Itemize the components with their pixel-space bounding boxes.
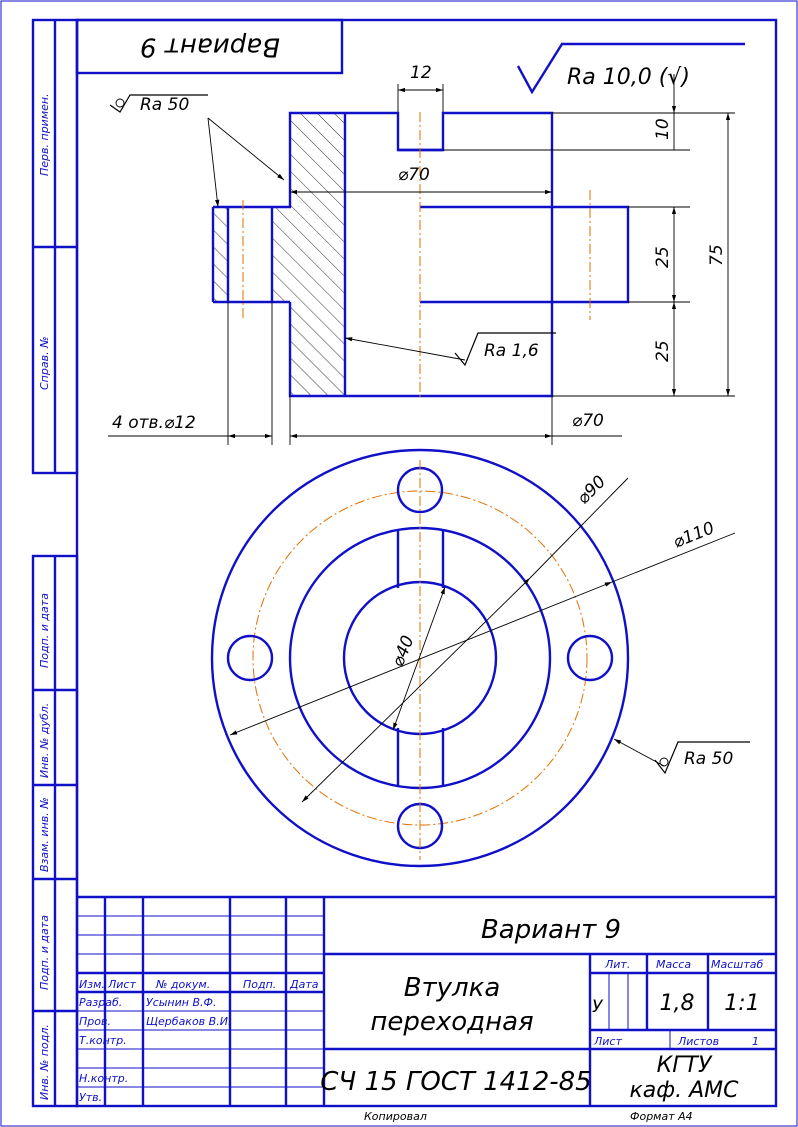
top-view: [210, 448, 630, 868]
stamp-inv-podl: Инв. № подл.: [38, 1024, 51, 1100]
sig-name-0: Усынин В.Ф.: [146, 996, 216, 1009]
general-roughness-label: Ra 10,0 (√): [567, 65, 690, 90]
sig-name-1: Щербаков В.И.: [146, 1015, 231, 1028]
sig-role-2: Т.контр.: [79, 1034, 127, 1047]
dim-holes: 4 отв.⌀12: [112, 413, 196, 433]
stamp-podp-data-2: Подп. и дата: [38, 915, 51, 990]
sig-role-3: Н.контр.: [79, 1072, 128, 1085]
roughness-outer-label: Ra 50: [140, 95, 189, 115]
roughness-flange-label: Ra 50: [684, 749, 733, 769]
hatched-flange-right: [272, 113, 345, 396]
stamp-podp-data-1: Подп. и дата: [38, 593, 51, 668]
hatched-flange-left: [213, 207, 228, 302]
dim-10: 10: [653, 118, 673, 140]
sheets-label: Листов: [677, 1035, 719, 1048]
stamp-vzam-inv: Взам. инв. №: [38, 797, 51, 872]
side-stamp: Перв. примен. Справ. № Подп. и дата Инв.…: [31, 18, 79, 1108]
mass-header: Масса: [656, 958, 691, 971]
scale-value: 1:1: [724, 991, 759, 1016]
sheet-label: Лист: [593, 1035, 622, 1048]
mass-value: 1,8: [660, 991, 695, 1016]
hdr-izm: Изм.: [79, 978, 105, 991]
front-section-view: [211, 111, 630, 400]
dim-25-b: 25: [653, 340, 673, 362]
part-name-2: переходная: [370, 1007, 533, 1037]
dim-d70-bottom: ⌀70: [572, 411, 604, 431]
lit-value: У: [592, 997, 604, 1017]
dim-d40: ⌀40: [388, 633, 418, 670]
variant-label: Вариант 9: [481, 915, 621, 945]
hdr-doc: № докум.: [155, 978, 210, 991]
dim-d70-top: ⌀70: [398, 165, 430, 185]
lit-header: Лит.: [604, 958, 630, 971]
format-label: Формат А4: [630, 1110, 693, 1123]
organization-2: каф. АМС: [630, 1078, 740, 1103]
variant-top-label: Вариант 9: [140, 32, 280, 62]
top-dimensions: ⌀90 ⌀110 ⌀40 Ra 50: [229, 472, 750, 803]
dim-25-a: 25: [653, 246, 673, 268]
dim-d90: ⌀90: [573, 472, 610, 509]
variant-top-box: [75, 18, 344, 75]
sig-role-4: Утв.: [79, 1091, 102, 1104]
hdr-sign: Подп.: [243, 978, 276, 991]
title-block: Изм. Лист № докум. Подп. Дата Разраб. Ус…: [77, 895, 776, 1106]
sig-role-0: Разраб.: [79, 996, 122, 1009]
front-dimensions: 12 ⌀70 10 25 25 75 4 отв.⌀12 ⌀70 Ra 50: [108, 63, 735, 445]
roughness-bore-label: Ra 1,6: [484, 341, 539, 361]
sheets-value: 1: [752, 1035, 759, 1048]
stamp-sprav: Справ. №: [38, 336, 51, 390]
dim-75: 75: [707, 244, 727, 266]
dim-d110: ⌀110: [670, 518, 717, 553]
copied-label: Копировал: [364, 1110, 427, 1123]
scale-header: Масштаб: [711, 958, 763, 971]
stamp-perv-primen: Перв. примен.: [38, 93, 51, 176]
sig-role-1: Пров.: [79, 1015, 111, 1028]
designation: СЧ 15 ГОСТ 1412-85: [320, 1067, 591, 1097]
hdr-list: Лист: [107, 978, 136, 991]
hdr-date: Дата: [289, 978, 319, 991]
part-name-1: Втулка: [404, 973, 501, 1003]
stamp-inv-dubl: Инв. № дубл.: [38, 703, 51, 778]
organization-1: КГТУ: [657, 1053, 713, 1078]
general-roughness-symbol: Ra 10,0 (√): [516, 42, 745, 95]
dim-12: 12: [410, 63, 432, 83]
